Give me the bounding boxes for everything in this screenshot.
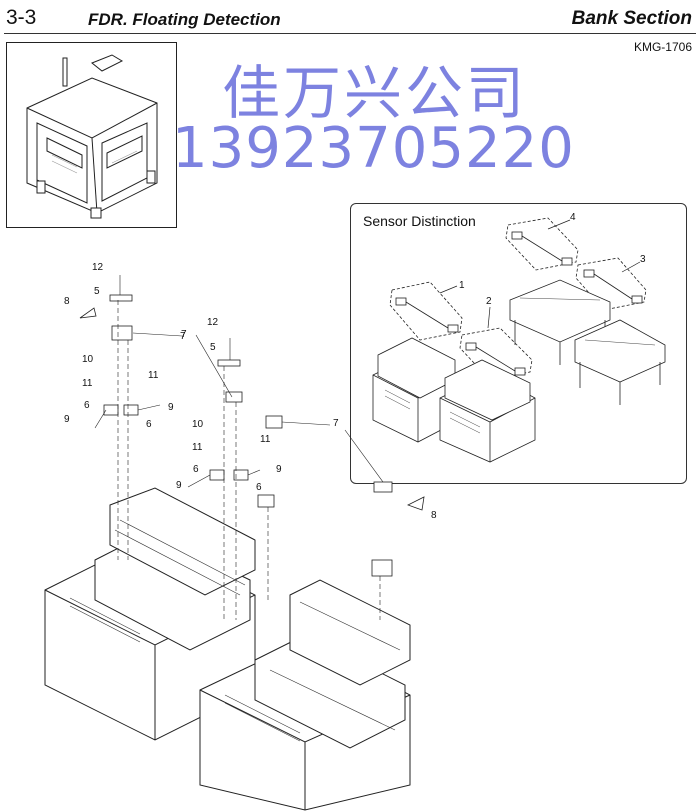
callout-6-mid-a: 6 (193, 464, 199, 475)
callout-12-left: 12 (92, 262, 104, 273)
callout-6-left-b: 6 (146, 419, 152, 430)
machine-overview-drawing (26, 54, 158, 219)
machine-overview-frame (6, 42, 177, 228)
callout-7-left: 7 (181, 329, 187, 340)
inset-callout-1: 1 (459, 280, 465, 291)
inset-callout-3: 3 (640, 254, 646, 265)
callout-6-mid-b: 6 (256, 482, 262, 493)
header-divider (4, 33, 696, 34)
inset-callout-2: 2 (486, 296, 492, 307)
sensor-distinction-title: Sensor Distinction (363, 213, 476, 229)
callout-5-mid: 5 (210, 342, 216, 353)
callout-11-left-a: 11 (82, 378, 93, 389)
callout-11-mid-a: 11 (192, 442, 203, 453)
callout-12-mid: 12 (207, 317, 219, 328)
callout-5-left: 5 (94, 286, 100, 297)
callout-8-right: 8 (431, 510, 437, 521)
section-number: 3-3 (6, 6, 37, 29)
callout-7-mid: 7 (180, 331, 186, 342)
callout-9-mid-b: 9 (276, 464, 282, 475)
section-name: Bank Section (571, 8, 692, 29)
watermark-company: 佳万兴公司 (222, 59, 528, 127)
callout-9-mid-a: 9 (176, 480, 182, 491)
inset-callout-4: 4 (570, 212, 576, 223)
callout-6-left-a: 6 (84, 400, 90, 411)
bank-right (199, 579, 411, 811)
callout-10-mid: 10 (192, 419, 204, 430)
sensor-distinction-frame (350, 203, 687, 484)
callout-8-left: 8 (64, 296, 70, 307)
page-title: FDR. Floating Detection (88, 10, 281, 29)
callout-10-left: 10 (82, 354, 94, 365)
watermark-phone: 13923705220 (172, 116, 575, 181)
exploded-parts-left (103, 294, 393, 577)
callout-9-left-a: 9 (64, 414, 70, 425)
document-code: KMG-1706 (633, 40, 692, 54)
callout-11-left-b: 11 (148, 370, 159, 381)
callout-9-left-b: 9 (168, 402, 174, 413)
callout-11-mid-b: 11 (260, 434, 271, 445)
sensor-distinction-drawing (372, 217, 666, 463)
callout-7-right: 7 (333, 418, 339, 429)
